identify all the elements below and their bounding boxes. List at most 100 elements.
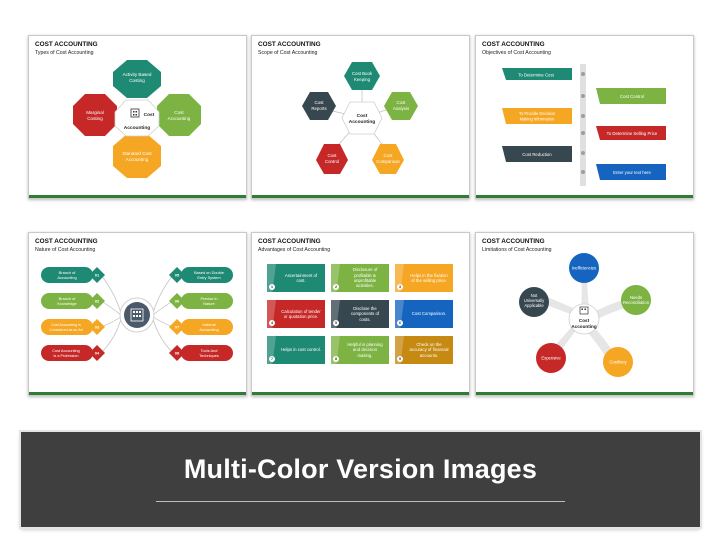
slide-subtitle: Advantages of Cost Accounting <box>258 247 331 253</box>
slide-subtitle: Scope of Cost Accounting <box>258 50 318 56</box>
slide-title: COST ACCOUNTING <box>258 41 321 48</box>
svg-text:06: 06 <box>175 299 180 304</box>
objective-selling-price: To Determine Selling Price <box>596 126 666 140</box>
objective-cost-control: Cost Control <box>596 88 666 104</box>
objective-to-determine-cost: To Determine Cost <box>502 68 572 80</box>
limitation-expensive: Expensive <box>536 343 566 373</box>
objective-enter-text: Enter your text here <box>596 164 666 180</box>
nature-center <box>119 297 155 333</box>
banner-underline <box>156 501 565 502</box>
slide-objectives-of-cost-accounting[interactable]: COST ACCOUNTING Objectives of Cost Accou… <box>475 35 694 199</box>
building-icon <box>579 306 589 315</box>
slide-subtitle: Objectives of Cost Accounting <box>482 50 551 56</box>
slide-title: COST ACCOUNTING <box>482 238 545 245</box>
building-icon <box>130 308 144 322</box>
slide-title: COST ACCOUNTING <box>35 238 98 245</box>
slide-scope-of-cost-accounting[interactable]: COST ACCOUNTING Scope of Cost Accounting… <box>251 35 470 199</box>
svg-text:Costlinoy: Costlinoy <box>609 360 627 365</box>
slide-types-of-cost-accounting[interactable]: COST ACCOUNTING Types of Cost Accounting… <box>28 35 247 199</box>
limitation-costlinoy: Costlinoy <box>603 347 633 377</box>
building-icon <box>130 108 140 118</box>
svg-text:02: 02 <box>95 299 100 304</box>
slide-footer-bar <box>476 392 693 395</box>
limitation-inefficiencies: Inefficiencies <box>569 253 599 283</box>
slide-footer-bar <box>252 195 469 198</box>
slide-subtitle: Limitations of Cost Accounting <box>482 247 552 253</box>
banner: Multi-Color Version Images <box>21 432 700 527</box>
svg-text:Inefficiencies: Inefficiencies <box>572 266 596 271</box>
slide-limitations-of-cost-accounting[interactable]: COST ACCOUNTING Limitations of Cost Acco… <box>475 232 694 396</box>
slide-footer-bar <box>252 392 469 395</box>
slide-title: COST ACCOUNTING <box>35 41 98 48</box>
svg-text:To Determine Cost: To Determine Cost <box>518 73 554 78</box>
slide-subtitle: Nature of Cost Accounting <box>35 247 96 253</box>
svg-text:03: 03 <box>95 325 100 330</box>
slide-footer-bar <box>29 392 246 395</box>
svg-text:04: 04 <box>95 351 100 356</box>
slide-footer-bar <box>476 195 693 198</box>
banner-title: Multi-Color Version Images <box>183 454 538 484</box>
slide-nature-of-cost-accounting[interactable]: COST ACCOUNTING Nature of Cost Accountin… <box>28 232 247 396</box>
svg-text:Enter your text here: Enter your text here <box>613 170 651 175</box>
svg-text:Expensive: Expensive <box>541 356 561 361</box>
svg-text:01: 01 <box>95 273 100 278</box>
objective-cost-reduction: Cost Reduction <box>502 146 572 162</box>
svg-text:Cost Reduction: Cost Reduction <box>522 152 552 157</box>
slide-subtitle: Types of Cost Accounting <box>35 50 94 56</box>
svg-text:Cost Control: Cost Control <box>620 94 644 99</box>
objectives-diagram: To Determine Cost Cost Control To Provid… <box>502 64 666 186</box>
slide-advantages-of-cost-accounting[interactable]: COST ACCOUNTING Advantages of Cost Accou… <box>251 232 470 396</box>
svg-text:08: 08 <box>175 351 180 356</box>
